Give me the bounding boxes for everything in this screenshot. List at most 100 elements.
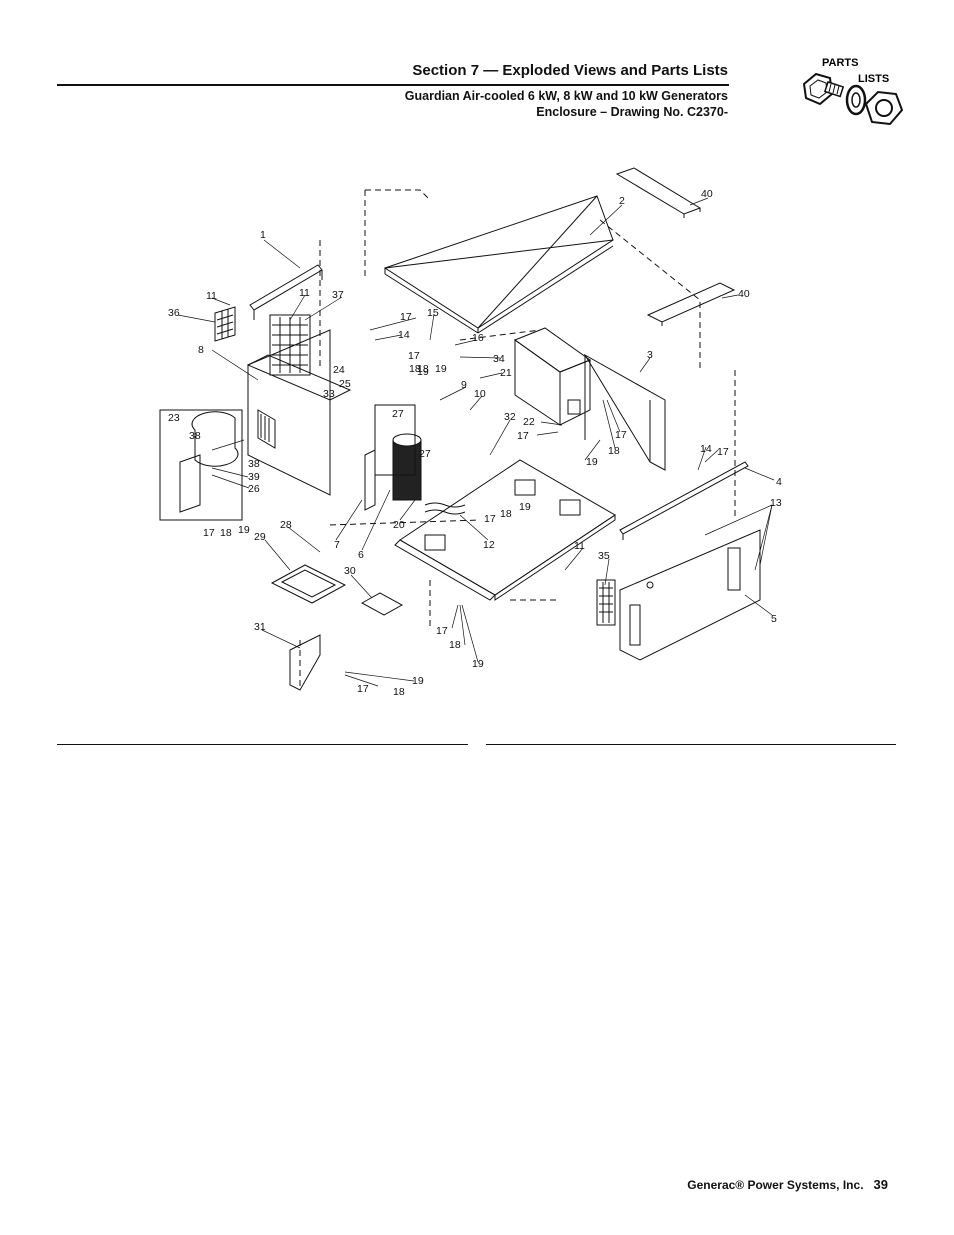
callout: 22 bbox=[523, 416, 535, 428]
intake-screen bbox=[214, 306, 236, 342]
section-title: Section 7 — Exploded Views and Parts Lis… bbox=[412, 62, 728, 79]
callout: 2 bbox=[619, 195, 625, 207]
leader-lines bbox=[177, 197, 775, 687]
callout: 1 bbox=[260, 229, 266, 241]
callout: 18 bbox=[393, 686, 405, 698]
subtitle-drawing: Enclosure – Drawing No. C2370- bbox=[536, 105, 728, 119]
inset-detail bbox=[159, 409, 243, 521]
callout: 33 bbox=[323, 388, 335, 400]
roof-panel bbox=[383, 195, 614, 334]
support-bar-top bbox=[615, 167, 702, 218]
callout: 32 bbox=[504, 411, 516, 423]
callout: 5 bbox=[771, 613, 777, 625]
callout: 12 bbox=[483, 539, 495, 551]
callout: 31 bbox=[254, 621, 266, 633]
callout: 19 bbox=[412, 675, 424, 687]
callout: 15 bbox=[427, 307, 439, 319]
muffler bbox=[374, 404, 422, 501]
callout: 27 bbox=[419, 448, 431, 460]
callout: 17 bbox=[357, 683, 369, 695]
exploded-view-drawing: 1 2 3 4 5 6 7 8 9 10 11 11 11 12 13 14 1… bbox=[159, 167, 782, 698]
callout: 38 bbox=[189, 430, 201, 442]
callout: 17 bbox=[517, 430, 529, 442]
callout: 24 bbox=[333, 364, 345, 376]
callout: 9 bbox=[461, 379, 467, 391]
callout: 11 bbox=[299, 287, 310, 299]
right-side-panel bbox=[619, 529, 761, 661]
callout: 35 bbox=[598, 550, 610, 562]
callout: 18 bbox=[608, 445, 620, 457]
right-grille bbox=[596, 579, 616, 626]
callout: 28 bbox=[280, 519, 292, 531]
callout: 10 bbox=[474, 388, 486, 400]
callout: 19 bbox=[519, 501, 531, 513]
side-rail bbox=[619, 461, 749, 540]
badge-lists-label: LISTS bbox=[858, 73, 889, 85]
subtitle-generators: Guardian Air-cooled 6 kW, 8 kW and 10 kW… bbox=[404, 89, 728, 103]
foot-bracket bbox=[289, 634, 321, 691]
bolt-washer-nut-icon bbox=[802, 72, 904, 126]
callout: 19 bbox=[417, 366, 429, 378]
support-bar-lower bbox=[646, 282, 736, 326]
callout: 4 bbox=[776, 476, 782, 488]
section-rule-right bbox=[486, 744, 896, 745]
callout: 18 bbox=[449, 639, 461, 651]
drip-tray bbox=[270, 564, 347, 604]
left-grille bbox=[269, 314, 311, 376]
callout-labels: 1 2 3 4 5 6 7 8 9 10 11 11 11 12 13 14 1… bbox=[168, 188, 782, 698]
callout: 17 bbox=[717, 446, 729, 458]
callout: 18 bbox=[409, 363, 421, 375]
muffler-bracket bbox=[364, 449, 376, 511]
callout: 27 bbox=[392, 408, 404, 420]
callout: 7 bbox=[334, 539, 340, 551]
callout: 13 bbox=[770, 497, 782, 509]
callout: 3 bbox=[647, 349, 653, 361]
page-footer: Generac® Power Systems, Inc. 39 bbox=[687, 1177, 888, 1192]
callout: 23 bbox=[168, 412, 180, 424]
callout: 29 bbox=[254, 531, 266, 543]
callout: 17 bbox=[408, 350, 420, 362]
callout: 20 bbox=[393, 519, 405, 531]
callout: 14 bbox=[700, 443, 712, 455]
callout: 25 bbox=[339, 378, 351, 390]
callout: 39 bbox=[248, 471, 260, 483]
callout: 11 bbox=[574, 540, 585, 552]
callout: 19 bbox=[238, 524, 250, 536]
flex-pipe bbox=[424, 502, 466, 515]
callout: 18 bbox=[220, 527, 232, 539]
footer-company: Generac® Power Systems, Inc. bbox=[687, 1178, 864, 1192]
callout: 6 bbox=[358, 549, 364, 561]
top-rail-bracket bbox=[249, 264, 323, 320]
callout: 19 bbox=[435, 363, 447, 375]
callout: 18 bbox=[500, 508, 512, 520]
callout: 37 bbox=[332, 289, 344, 301]
callout: 8 bbox=[198, 344, 204, 356]
callout: 40 bbox=[738, 288, 750, 300]
badge-parts-label: PARTS bbox=[822, 57, 858, 69]
callout: 17 bbox=[615, 429, 627, 441]
callout: 19 bbox=[472, 658, 484, 670]
callout: 34 bbox=[493, 353, 505, 365]
callout: 17 bbox=[203, 527, 215, 539]
control-box bbox=[513, 327, 592, 426]
callout: 19 bbox=[586, 456, 598, 468]
callout: 18 bbox=[417, 363, 429, 375]
callout: 26 bbox=[248, 483, 260, 495]
parts-lists-badge: PARTS LISTS bbox=[802, 57, 904, 126]
callout: 38 bbox=[248, 458, 260, 470]
mount-bracket bbox=[360, 592, 404, 616]
left-side-panel bbox=[246, 329, 352, 496]
callout: 17 bbox=[436, 625, 448, 637]
callout: 21 bbox=[500, 367, 512, 379]
section-rule-left bbox=[57, 744, 468, 745]
callout: 17 bbox=[484, 513, 496, 525]
page-number: 39 bbox=[873, 1177, 888, 1192]
rear-frame bbox=[583, 353, 666, 471]
callout: 40 bbox=[701, 188, 713, 200]
callout: 14 bbox=[398, 329, 410, 341]
callout: 30 bbox=[344, 565, 356, 577]
callout: 16 bbox=[472, 332, 484, 344]
callout: 11 bbox=[206, 290, 217, 302]
header-rule bbox=[57, 84, 729, 86]
callout: 36 bbox=[168, 307, 180, 319]
